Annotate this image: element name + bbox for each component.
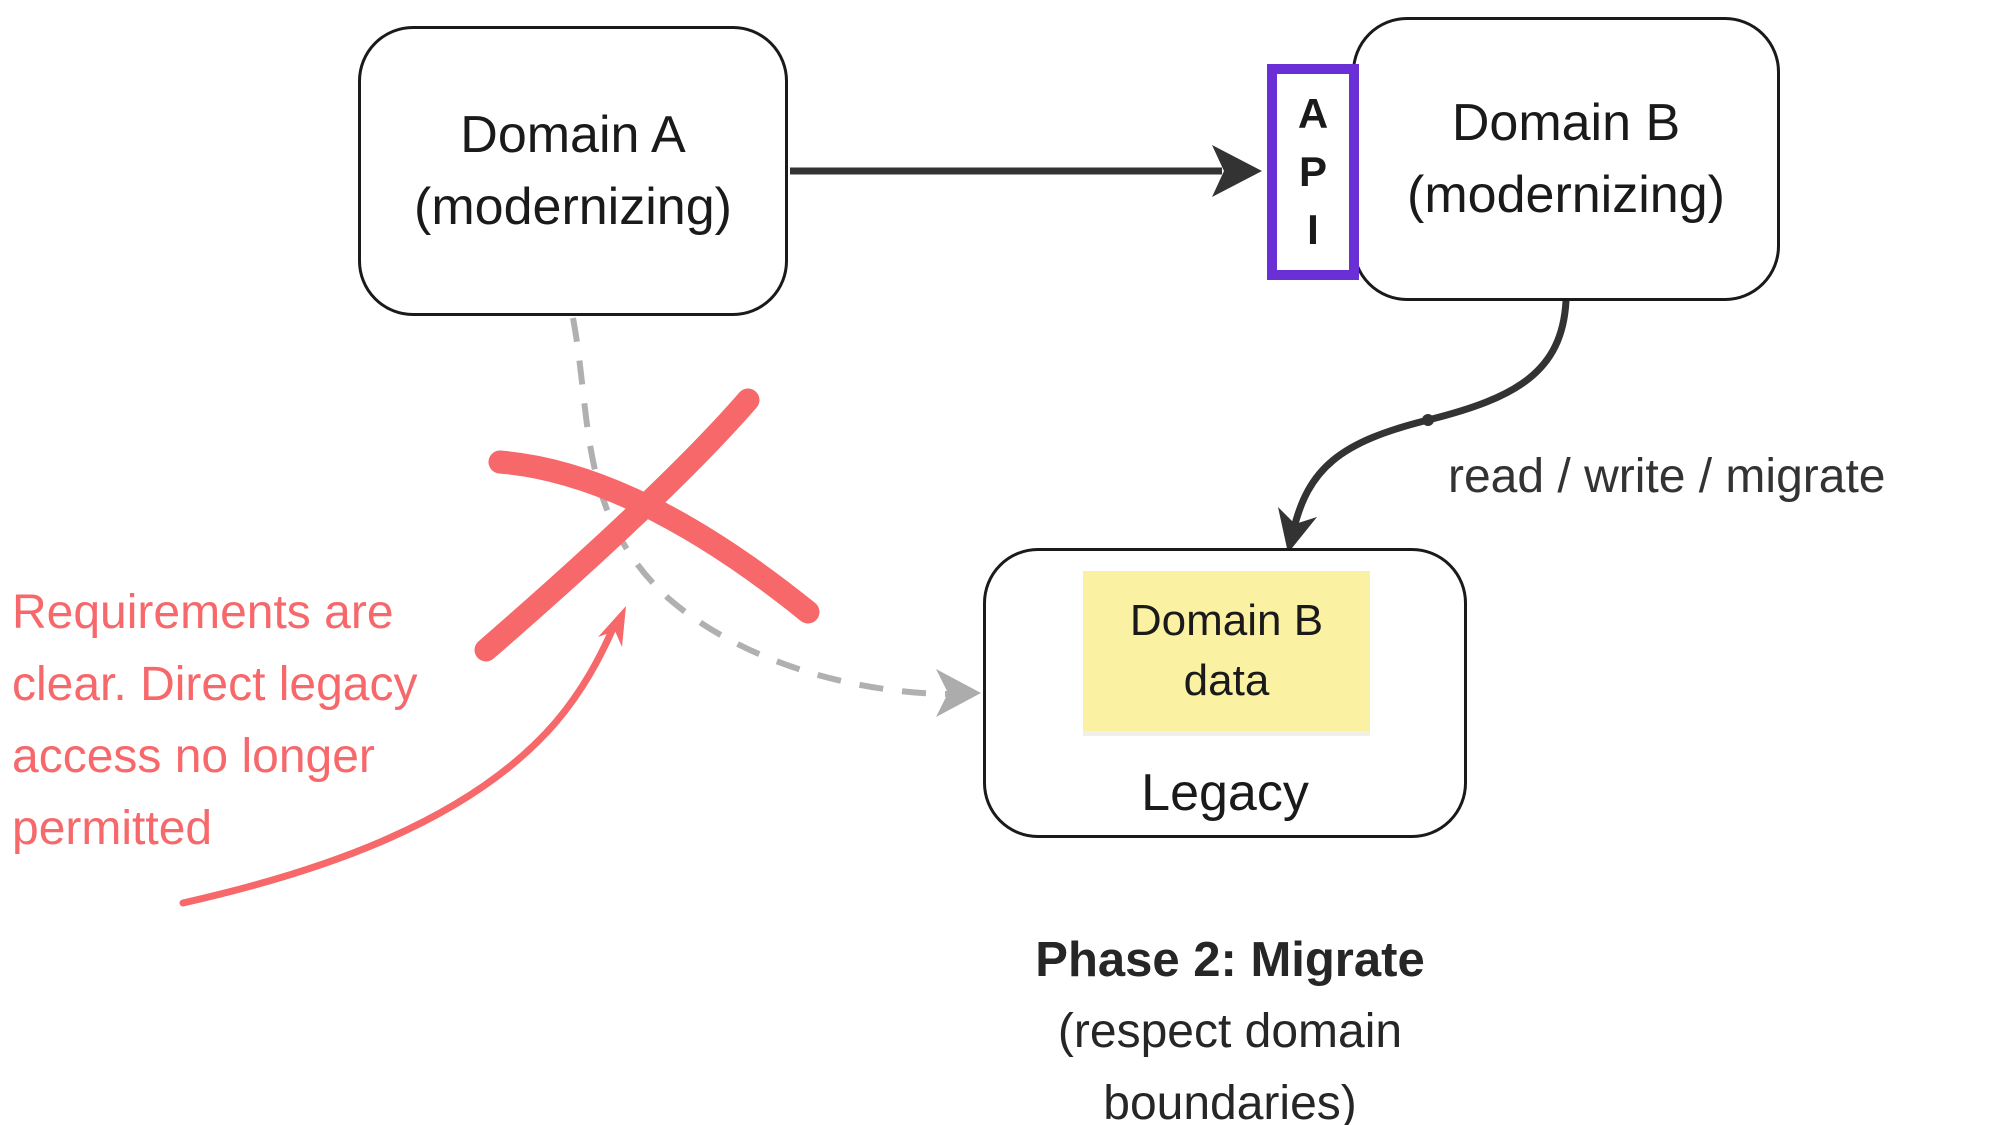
phase-caption: Phase 2: Migrate (respect domain boundar…: [930, 924, 1530, 1125]
annotation-line2: clear. Direct legacy: [12, 658, 418, 711]
annotation-arrowhead-icon: [598, 606, 626, 647]
edge-midpoint-dot: [1422, 414, 1434, 426]
edge-label-read-write-migrate: read / write / migrate: [1448, 450, 1886, 503]
caption-title: Phase 2: Migrate: [1035, 933, 1425, 987]
cross-out-stroke-2: [474, 388, 760, 662]
api-gateway-badge: A P I: [1267, 64, 1359, 280]
caption-subtitle-line1: (respect domain: [1057, 1005, 1403, 1058]
legacy-title: Legacy: [1141, 764, 1309, 822]
note-line1: Domain B: [1129, 596, 1324, 645]
note-line2: data: [1183, 656, 1270, 705]
api-edge-arrowhead-icon: [1212, 145, 1262, 197]
node-domain-b: Domain B (modernizing): [1352, 17, 1780, 301]
domain-a-to-legacy-dashed-edge: [570, 317, 953, 697]
annotation-line3: access no longer: [12, 730, 375, 783]
api-letter-p: P: [1298, 148, 1327, 195]
annotation-line1: Requirements are: [12, 586, 394, 639]
api-letter-a: A: [1297, 90, 1329, 137]
dashed-edge-arrowhead-icon: [936, 669, 981, 717]
domain-b-data-note: Domain B data: [1083, 571, 1370, 731]
annotation-line4: permitted: [12, 802, 213, 855]
legacy-edge-arrowhead-icon: [1278, 507, 1317, 553]
domain-a-title: Domain A: [460, 106, 686, 164]
domain-b-subtitle: (modernizing): [1407, 166, 1725, 224]
annotation-text: Requirements are clear. Direct legacy ac…: [12, 577, 552, 865]
domain-b-title: Domain B: [1451, 94, 1681, 152]
caption-subtitle-line2: boundaries): [1103, 1077, 1357, 1125]
node-legacy: Domain B data Legacy: [983, 548, 1467, 838]
domain-a-subtitle: (modernizing): [414, 178, 732, 236]
annotation-pointer-arrow: [179, 622, 618, 907]
node-domain-a: Domain A (modernizing): [358, 26, 788, 316]
api-letter-i: I: [1307, 206, 1319, 253]
